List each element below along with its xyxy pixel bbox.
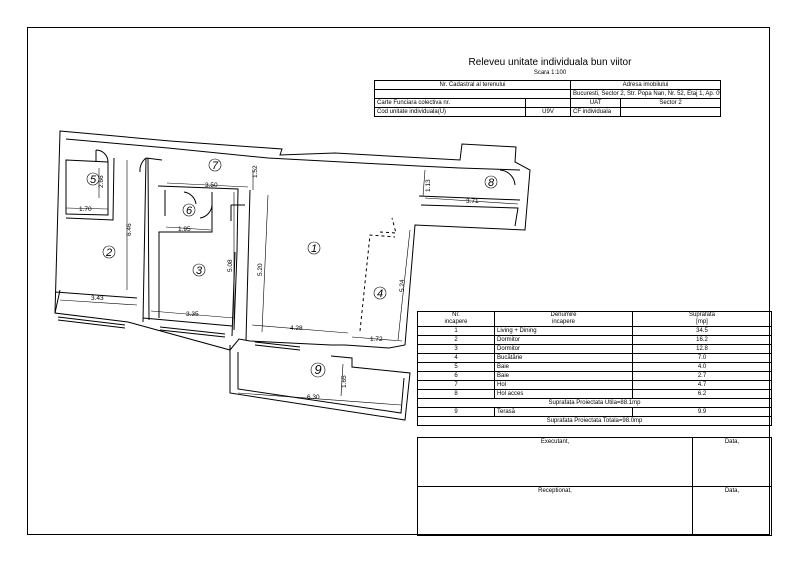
room-name: Bucătărie xyxy=(494,353,633,363)
dim-label: 6.30 xyxy=(307,394,320,401)
room-area: 34.5 xyxy=(632,326,772,336)
room-number: 9 xyxy=(314,362,321,377)
room-name: Terasă xyxy=(494,407,633,417)
receptionat-date-label: Data, xyxy=(692,486,772,536)
room-nr: 8 xyxy=(417,389,495,399)
dim-label: 5.20 xyxy=(257,263,264,276)
room-area: 2.7 xyxy=(632,371,772,381)
room-area: 4.0 xyxy=(632,362,772,372)
door-bath-5 xyxy=(95,149,109,163)
receptionat-label: Receptionat, xyxy=(417,486,693,536)
cod-unitate-value: U9V xyxy=(524,107,572,117)
drawing-title: Releveu unitate individuala bun viitor xyxy=(468,57,632,68)
room-nr: 6 xyxy=(417,371,495,381)
dim-label: 3.43 xyxy=(91,295,104,302)
room-name: Hol acces xyxy=(494,389,633,399)
dim-label: 1.95 xyxy=(178,226,191,233)
col-header-nr: Nr.incapere xyxy=(417,311,495,327)
room-number: 8 xyxy=(488,177,495,189)
dim-label: 1.52 xyxy=(252,165,259,178)
room-number: 7 xyxy=(212,160,219,172)
dim-label: 1.72 xyxy=(370,336,383,343)
room-number: 4 xyxy=(377,288,383,300)
outer-wall-inner xyxy=(65,138,521,227)
dim-label: 1.13 xyxy=(425,179,432,192)
room-number: 2 xyxy=(105,247,112,259)
room-number: 6 xyxy=(186,205,193,217)
col-header-area: Suprafata[mp] xyxy=(632,311,772,327)
room-area: 9.9 xyxy=(632,407,772,417)
kitchen-counter xyxy=(359,217,397,332)
room-nr: 9 xyxy=(417,407,495,417)
dim-label: 5.24 xyxy=(399,279,406,292)
cf-individuala-value xyxy=(620,107,722,117)
total-area: Suprafata Proiectata Totala=98.0mp xyxy=(417,416,772,426)
interior-walls xyxy=(54,157,251,341)
room-name: Dormitor xyxy=(494,344,633,354)
room-name: Living + Dining xyxy=(494,326,633,336)
property-info-table: Nr. Cadastral al terenului Adresa imobil… xyxy=(373,80,722,117)
room-name: Dormitor xyxy=(494,335,633,345)
useful-area-total: Suprafata Proiectata Utila=88.1mp xyxy=(417,398,772,408)
outer-wall xyxy=(54,130,531,351)
drawing-frame xyxy=(27,27,770,535)
dim-label: 4.28 xyxy=(290,325,303,332)
room-number: 3 xyxy=(196,265,203,277)
window-bedroom-3 xyxy=(159,326,226,338)
terrace-outline xyxy=(229,345,411,421)
room-name: Baie xyxy=(494,371,633,381)
dim-label: 6.46 xyxy=(126,223,133,236)
dim-label: 3.50 xyxy=(205,182,218,189)
door-bath-6 xyxy=(183,191,197,205)
room-nr: 5 xyxy=(417,362,495,372)
room-area: 7.0 xyxy=(632,353,772,363)
dim-label: 1.65 xyxy=(341,375,348,388)
door-entrance xyxy=(499,169,516,186)
drawing-scale: Scara 1:100 xyxy=(533,70,567,76)
dim-label: 1.70 xyxy=(79,206,92,213)
door-hall xyxy=(139,157,163,173)
dim-label: 5.08 xyxy=(227,259,234,272)
window-bedroom-2 xyxy=(57,316,126,329)
dim-label: 2.66 xyxy=(98,175,105,188)
room-nr: 1 xyxy=(417,326,495,336)
room-nr: 2 xyxy=(417,335,495,345)
room-nr: 7 xyxy=(417,380,495,390)
signature-table: Executant, Data, Receptionat, Data, xyxy=(417,437,772,536)
room-nr: 3 xyxy=(417,344,495,354)
room-nr: 4 xyxy=(417,353,495,363)
room-area: 4.7 xyxy=(632,380,772,390)
door-bedroom-3 xyxy=(199,204,213,219)
room-number: 5 xyxy=(90,174,97,186)
executant-label: Executant, xyxy=(417,437,693,487)
room-area: 16.2 xyxy=(632,335,772,345)
window-living xyxy=(254,341,301,351)
room-area: 6.2 xyxy=(632,389,772,399)
executant-date-label: Data, xyxy=(692,437,772,487)
door-bedroom-2 xyxy=(230,204,245,221)
room-number: 1 xyxy=(311,243,317,255)
dim-label: 3.71 xyxy=(466,198,479,205)
room-name: Hol xyxy=(494,380,633,390)
dim-label: 3.35 xyxy=(186,311,199,318)
room-name: Baie xyxy=(494,362,633,372)
room-area: 12.8 xyxy=(632,344,772,354)
